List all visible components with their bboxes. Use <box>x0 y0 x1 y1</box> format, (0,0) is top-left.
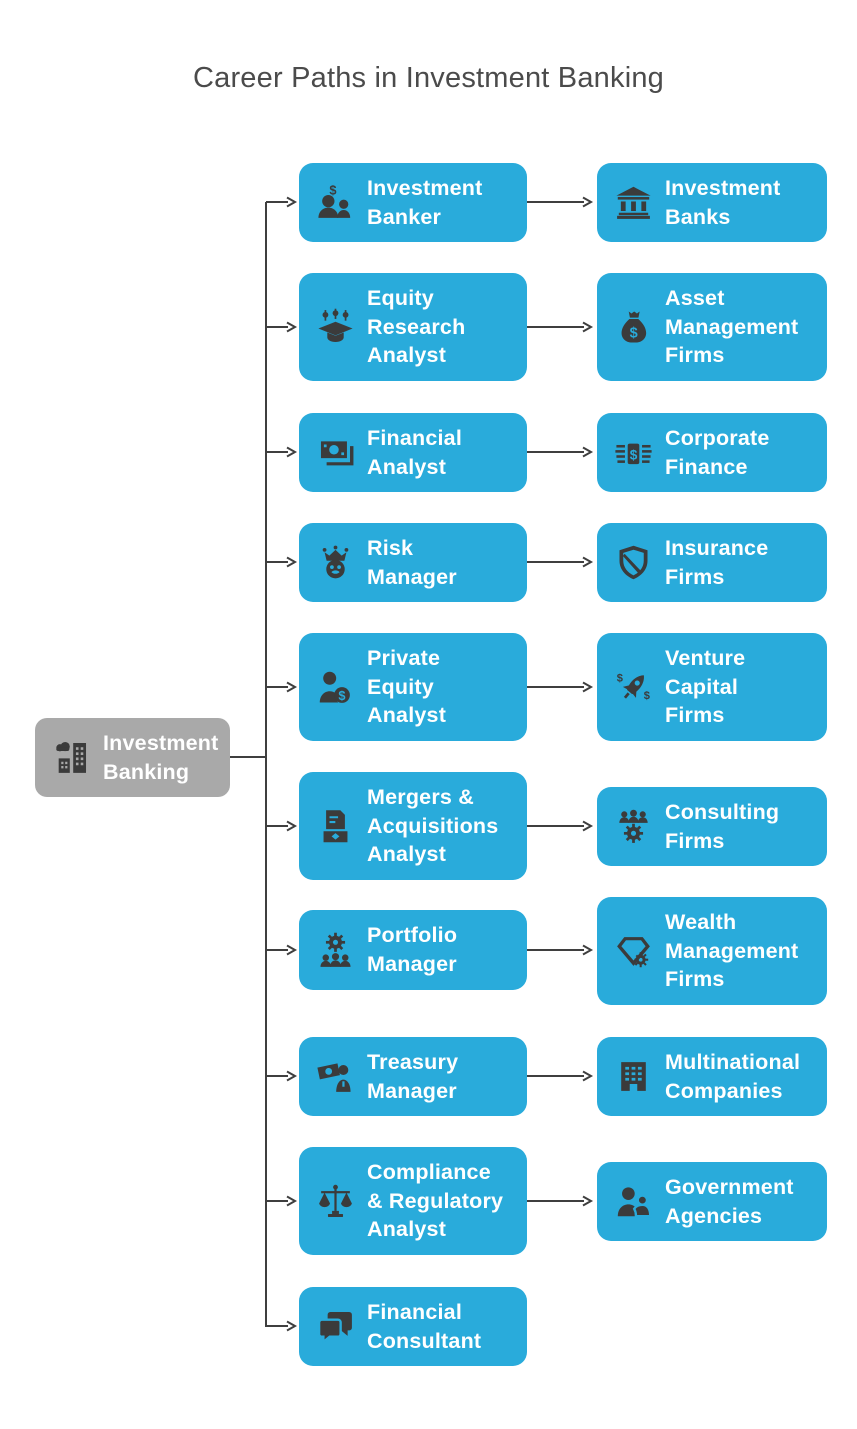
career-node-risk-manager: Risk Manager <box>299 523 527 602</box>
bank-building-icon <box>609 182 657 223</box>
career-node-financial-analyst: Financial Analyst <box>299 413 527 492</box>
career-node-private-equity-analyst: Private Equity Analyst <box>299 633 527 741</box>
employer-node-insurance-firms: Insurance Firms <box>597 523 827 602</box>
node-label: Risk Manager <box>367 535 457 589</box>
money-stack-icon <box>609 432 657 473</box>
office-building-icon <box>609 1056 657 1097</box>
node-label: Portfolio Manager <box>367 923 458 976</box>
career-node-compliance-regulatory-analyst: Compliance & Regulatory Analyst <box>299 1147 527 1255</box>
root-node-investment-banking: Investment Banking <box>35 718 230 797</box>
employer-node-asset-management-firms: Asset Management Firms <box>597 273 827 381</box>
career-node-investment-banker: Investment Banker <box>299 163 527 242</box>
document-handshake-icon <box>311 806 359 847</box>
node-label: Investment Banking <box>103 730 219 784</box>
diamond-gear-icon <box>609 931 657 972</box>
node-label: Investment Banker <box>367 175 483 229</box>
node-label: Mergers & Acquisitions Analyst <box>367 785 499 867</box>
cash-person-icon <box>311 1056 359 1097</box>
employer-node-investment-banks: Investment Banks <box>597 163 827 242</box>
employer-node-multinational-companies: Multinational Companies <box>597 1037 827 1116</box>
rocket-dollar-icon <box>609 667 657 708</box>
node-label: Government Agencies <box>665 1174 794 1228</box>
graduation-chart-icon <box>311 307 359 348</box>
career-node-treasury-manager: Treasury Manager <box>299 1037 527 1116</box>
employer-node-wealth-management-firms: Wealth Management Firms <box>597 897 827 1005</box>
node-label: Venture Capital Firms <box>665 646 746 728</box>
diagram-title: Career Paths in Investment Banking <box>192 62 665 94</box>
banker-people-dollar-icon <box>311 182 359 223</box>
buildings-cloud-icon <box>47 737 95 778</box>
banknotes-icon <box>311 432 359 473</box>
node-label: Multinational Companies <box>665 1049 801 1103</box>
node-label: Financial Consultant <box>367 1299 482 1353</box>
node-label: Compliance & Regulatory Analyst <box>367 1160 504 1242</box>
node-label: Corporate Finance <box>665 425 770 479</box>
node-label: Wealth Management Firms <box>665 910 799 992</box>
person-coin-icon <box>311 667 359 708</box>
shield-icon <box>609 542 657 583</box>
node-label: Treasury Manager <box>367 1049 459 1103</box>
node-label: Asset Management Firms <box>665 286 799 368</box>
employer-node-government-agencies: Government Agencies <box>597 1162 827 1241</box>
chat-bubbles-icon <box>311 1306 359 1347</box>
money-bag-icon <box>609 307 657 348</box>
node-label: Insurance Firms <box>665 535 769 589</box>
crown-face-icon <box>311 542 359 583</box>
gear-people-icon <box>311 930 359 971</box>
people-gear-icon <box>609 806 657 847</box>
node-label: Private Equity Analyst <box>367 646 447 728</box>
career-node-financial-consultant: Financial Consultant <box>299 1287 527 1366</box>
employer-node-venture-capital-firms: Venture Capital Firms <box>597 633 827 741</box>
node-label: Investment Banks <box>665 175 781 229</box>
career-node-equity-research-analyst: Equity Research Analyst <box>299 273 527 381</box>
employer-node-consulting-firms: Consulting Firms <box>597 787 827 866</box>
people-group-icon <box>609 1181 657 1222</box>
node-label: Equity Research Analyst <box>367 286 466 368</box>
scales-icon <box>311 1181 359 1222</box>
node-label: Consulting Firms <box>665 799 780 853</box>
employer-node-corporate-finance: Corporate Finance <box>597 413 827 492</box>
career-node-mergers-acquisitions-analyst: Mergers & Acquisitions Analyst <box>299 772 527 880</box>
node-label: Financial Analyst <box>367 425 462 479</box>
career-node-portfolio-manager: Portfolio Manager <box>299 910 527 990</box>
